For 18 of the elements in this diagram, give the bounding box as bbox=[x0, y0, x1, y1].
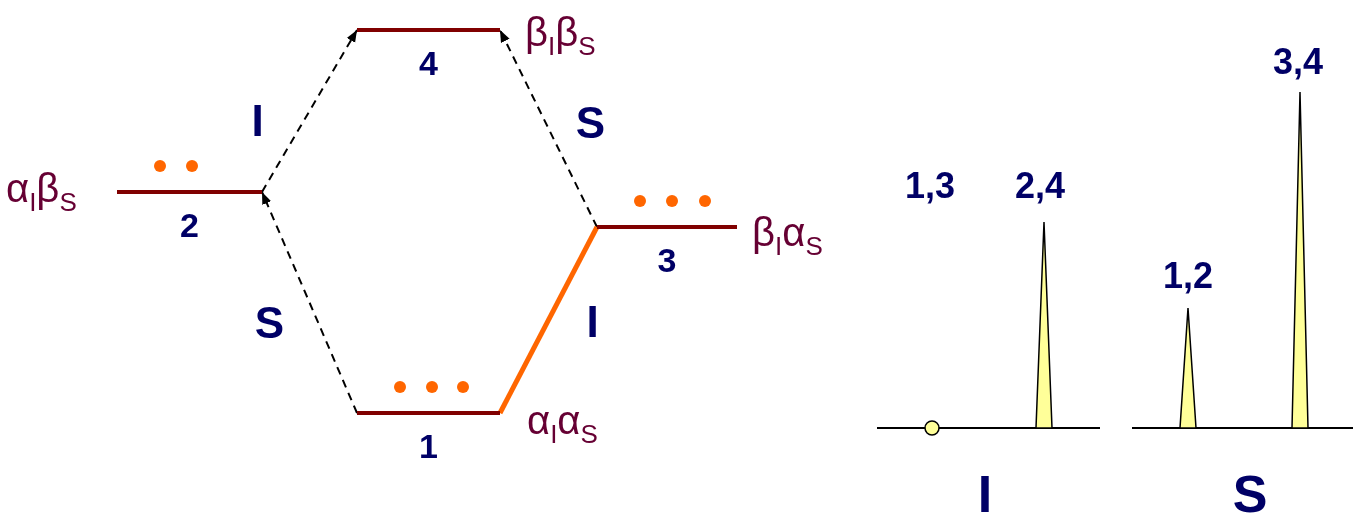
spin-state-label: α$_{I}$α$_{S}$ bbox=[527, 400, 598, 447]
dashed-arrow bbox=[499, 29, 598, 228]
level-number: 3 bbox=[657, 243, 677, 277]
peak-label: 1,2 bbox=[1163, 258, 1213, 294]
peak-label: 2,4 bbox=[1015, 168, 1065, 204]
peak-label: 3,4 bbox=[1273, 44, 1323, 80]
level-number: 2 bbox=[180, 208, 199, 242]
transition-line bbox=[497, 225, 600, 415]
dashed-arrow bbox=[261, 29, 358, 193]
peak-label: 1,3 bbox=[905, 168, 955, 204]
spectrum-label: I bbox=[977, 468, 993, 516]
spectrum-label: S bbox=[1232, 468, 1268, 516]
dashed-arrow bbox=[261, 191, 358, 414]
spin-state-label: β$_{I}$α$_{S}$ bbox=[752, 212, 823, 259]
level-number: 1 bbox=[419, 429, 438, 463]
level-number: 4 bbox=[419, 46, 438, 80]
spin-state-label: α$_{I}$β$_{S}$ bbox=[6, 168, 77, 215]
spin-state-label: β$_{I}$β$_{S}$ bbox=[525, 12, 596, 59]
